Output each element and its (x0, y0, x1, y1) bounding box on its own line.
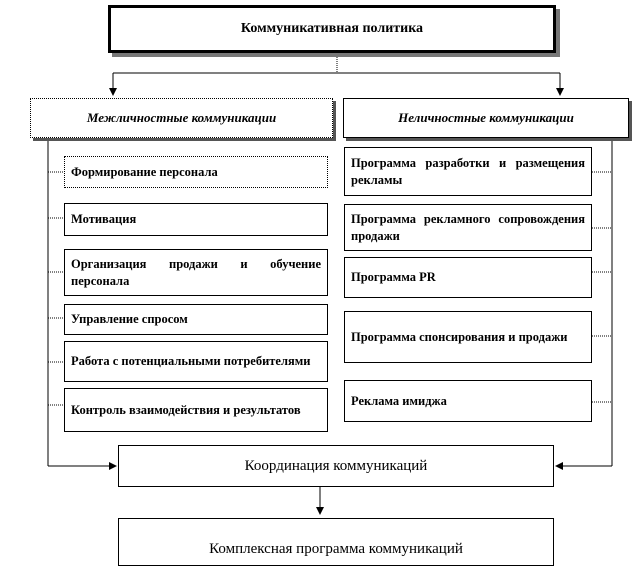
right-item-1: Программа разработки и размещения реклам… (344, 147, 592, 196)
coordination-text: Координация коммуникаций (244, 457, 428, 474)
title-box: Коммуникативная политика (108, 5, 556, 53)
right-item-2: Программа рекламного сопровождения прода… (344, 204, 592, 251)
right-header-box: Неличностные коммуникации (343, 98, 629, 138)
left-header-box: Межличностные коммуникации (30, 98, 333, 138)
left-item-1: Формирование персонала (64, 156, 328, 188)
complex-program-text: Комплексная программа коммуникаций (209, 540, 463, 557)
right-item-5: Реклама имиджа (344, 380, 592, 422)
coordination-box: Координация коммуникаций (118, 445, 554, 487)
left-item-2: Мотивация (64, 203, 328, 236)
left-item-3: Организация продажи и обучение персонала (64, 249, 328, 296)
left-item-5: Работа с потенциальными потребителями (64, 341, 328, 382)
left-item-6: Контроль взаимодействия и результатов (64, 388, 328, 432)
title-text: Коммуникативная политика (240, 21, 424, 36)
left-header-text: Межличностные коммуникации (86, 110, 277, 125)
right-header-text: Неличностные коммуникации (398, 110, 574, 125)
right-item-4: Программа спонсирования и продажи (344, 311, 592, 363)
complex-program-box: Комплексная программа коммуникаций (118, 518, 554, 566)
left-item-4: Управление спросом (64, 304, 328, 335)
right-item-3: Программа PR (344, 257, 592, 298)
